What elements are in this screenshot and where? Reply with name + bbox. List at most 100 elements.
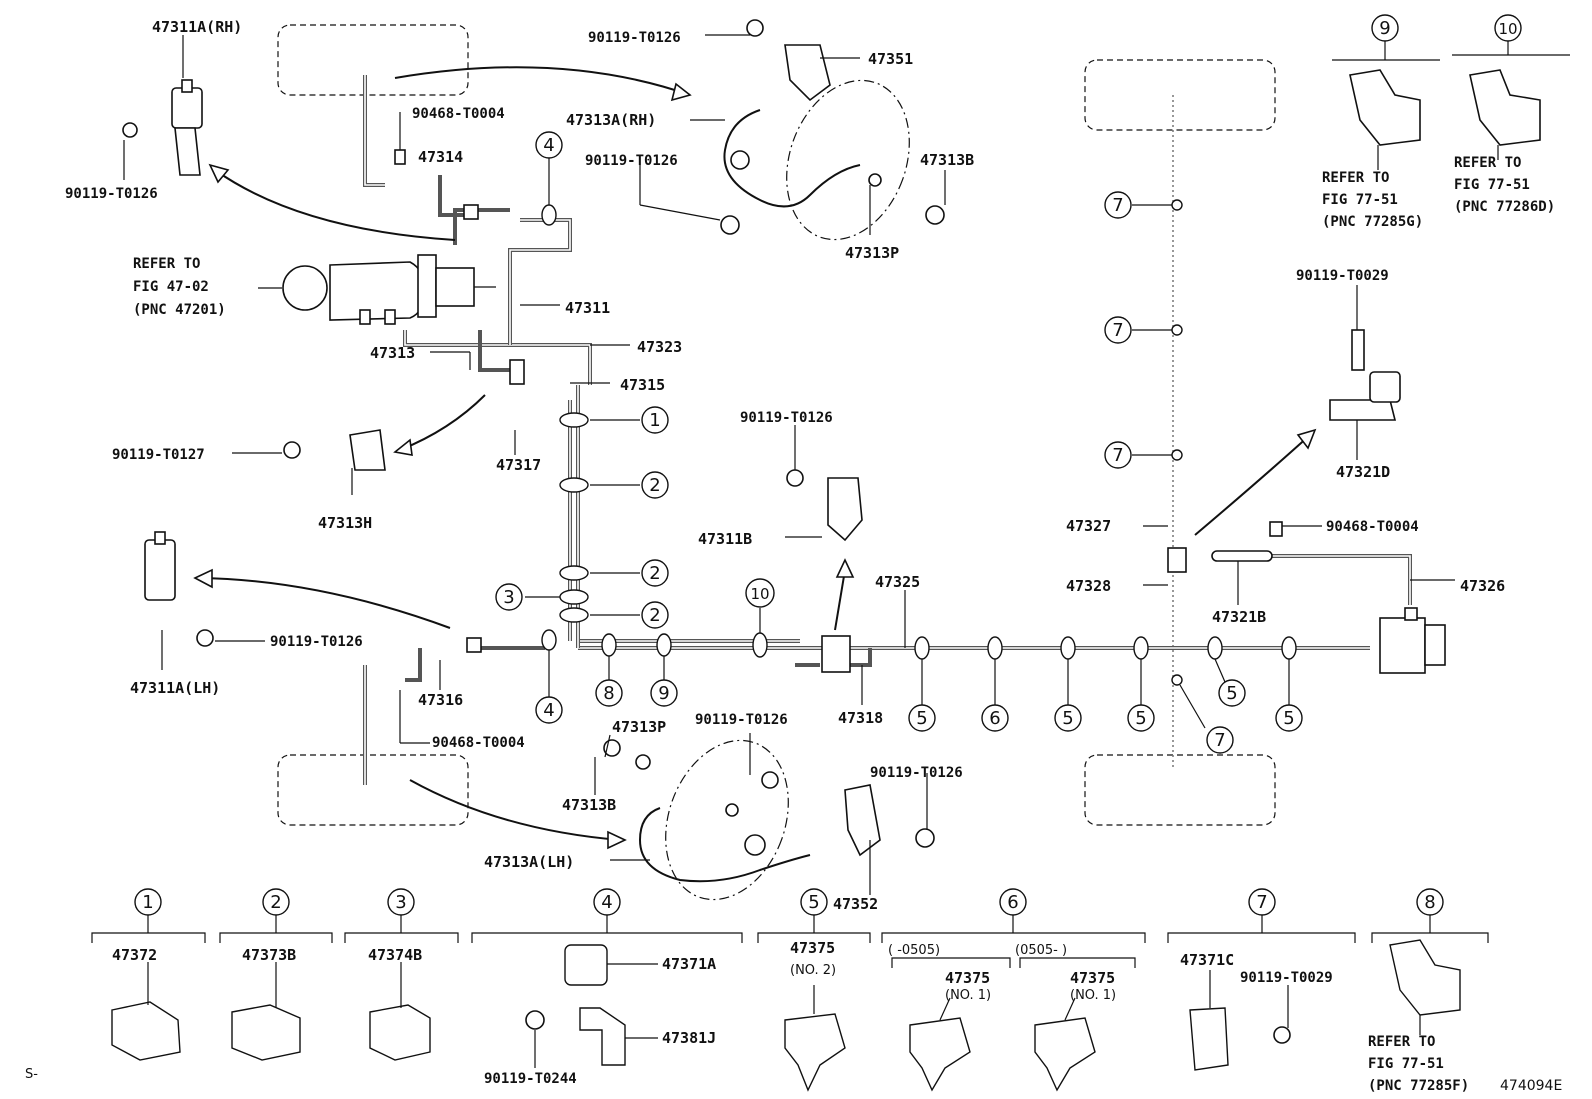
label-90119-t0127: 90119-T0127 (112, 447, 205, 463)
footer-figure-code: 474094E (1500, 1078, 1562, 1094)
legend-range-before-0505: ( -0505) (888, 943, 940, 958)
refer-10-line1: REFER TO (1454, 155, 1521, 171)
label-47316: 47316 (418, 691, 463, 709)
legend-47381j: 47381J (662, 1029, 716, 1047)
assembly-arrows (193, 66, 1317, 850)
refer-9-line1: REFER TO (1322, 170, 1389, 186)
clip-47372-icon (111, 1001, 181, 1061)
legend-47372: 47372 (112, 946, 157, 964)
legend-90119-t0029: 90119-T0029 (1240, 970, 1333, 986)
refer-10-line3: (PNC 77286D) (1454, 199, 1555, 215)
legend-refer-8-line3: (PNC 77285F) (1368, 1078, 1469, 1094)
label-47327: 47327 (1066, 517, 1111, 535)
callout-4-bottom: 4 (543, 700, 554, 721)
legend-callout-1: 1 (142, 892, 153, 913)
label-47311b: 47311B (698, 530, 752, 548)
callout-5-e: 5 (1283, 708, 1294, 729)
legend-callout-3: 3 (395, 892, 406, 913)
callout-5-d: 5 (1226, 683, 1237, 704)
callout-8: 8 (603, 683, 614, 704)
label-47352: 47352 (833, 895, 878, 913)
callout-10: 10 (750, 585, 769, 603)
refer-9-line2: FIG 77-51 (1322, 192, 1398, 208)
label-90119-t0126-e: 90119-T0126 (270, 634, 363, 650)
label-47311: 47311 (565, 299, 610, 317)
clamp-legend: 1 2 3 4 5 6 7 8 47372 47373B (91, 888, 1489, 1094)
legend-47371a: 47371A (662, 955, 716, 973)
callout-2-a: 2 (649, 475, 660, 496)
label-47313b-top: 47313B (920, 151, 974, 169)
callout-6: 6 (989, 708, 1000, 729)
master-cylinder (282, 254, 496, 325)
callout-2-b: 2 (649, 563, 660, 584)
label-47313h: 47313H (318, 514, 372, 532)
brake-pipes (363, 75, 1412, 785)
label-47328: 47328 (1066, 577, 1111, 595)
label-90119-t0126-c: 90119-T0126 (585, 153, 678, 169)
callout-7-d: 7 (1214, 730, 1225, 751)
legend-callout-7: 7 (1256, 892, 1267, 913)
label-90119-t0126-b: 90119-T0126 (588, 30, 681, 46)
label-90468-t0004-a: 90468-T0004 (412, 106, 505, 122)
label-47326: 47326 (1460, 577, 1505, 595)
leader-lines (123, 34, 1570, 895)
callout-7-a: 7 (1112, 195, 1123, 216)
label-47317: 47317 (496, 456, 541, 474)
label-47313a-lh: 47313A(LH) (484, 853, 574, 871)
footer-left-mark: S- (25, 1067, 38, 1082)
label-90119-t0126-f: 90119-T0126 (695, 712, 788, 728)
label-47313p-bottom: 47313P (612, 718, 666, 736)
label-47318: 47318 (838, 709, 883, 727)
callout-9: 9 (658, 683, 669, 704)
legend-47371c: 47371C (1180, 951, 1234, 969)
clip-47375-no1-a-icon (909, 1017, 971, 1092)
bracket-47381j-icon (579, 1007, 626, 1066)
label-47313p-top: 47313P (845, 244, 899, 262)
label-90119-t0126-g: 90119-T0126 (870, 765, 963, 781)
callout-9-top: 9 (1379, 18, 1390, 39)
bolt-90119-t0244-icon (525, 1010, 545, 1030)
refer-9-line3: (PNC 77285G) (1322, 214, 1423, 230)
legend-callout-8: 8 (1424, 892, 1435, 913)
callout-3: 3 (503, 587, 514, 608)
legend-47375-no1-a-note: (NO. 1) (945, 988, 991, 1003)
legend-refer-8-line1: REFER TO (1368, 1034, 1435, 1050)
label-47313b-bottom: 47313B (562, 796, 616, 814)
callout-4-top: 4 (543, 135, 554, 156)
clip-47371c-icon (1189, 1007, 1229, 1071)
clip-47373b-icon (231, 1004, 301, 1061)
legend-callout-2: 2 (270, 892, 281, 913)
legend-90119-t0244: 90119-T0244 (484, 1071, 577, 1087)
legend-callout-4: 4 (601, 892, 612, 913)
label-47313a-rh: 47313A(RH) (566, 111, 656, 129)
label-47321d: 47321D (1336, 463, 1390, 481)
refer-47-line1: REFER TO (133, 256, 200, 272)
label-47311a-lh: 47311A(LH) (130, 679, 220, 697)
clip-8-icon (1389, 939, 1461, 1016)
legend-47375-no1-b-note: (NO. 1) (1070, 988, 1116, 1003)
legend-callout-6: 6 (1007, 892, 1018, 913)
label-47323: 47323 (637, 338, 682, 356)
callout-2-c: 2 (649, 605, 660, 626)
callout-5-c: 5 (1135, 708, 1146, 729)
label-47315: 47315 (620, 376, 665, 394)
label-47311a-rh: 47311A(RH) (152, 18, 242, 36)
label-47313: 47313 (370, 344, 415, 362)
callout-1: 1 (649, 410, 660, 431)
refer-10-line2: FIG 77-51 (1454, 177, 1530, 193)
label-47325: 47325 (875, 573, 920, 591)
callout-10-top: 10 (1498, 20, 1517, 38)
bolt-90119-t0029-icon (1273, 1026, 1291, 1044)
clip-47375-no1-b-icon (1034, 1017, 1096, 1092)
callout-7-c: 7 (1112, 445, 1123, 466)
label-90119-t0126-d: 90119-T0126 (740, 410, 833, 426)
clip-47371a-icon (564, 944, 608, 986)
legend-range-after-0505: (0505- ) (1015, 943, 1067, 958)
fittings (122, 19, 1541, 883)
refer-47-line3: (PNC 47201) (133, 302, 226, 318)
callout-circles: 4 1 2 2 3 2 4 8 9 10 5 6 5 5 5 5 7 7 7 7… (495, 14, 1522, 754)
legend-refer-8-line2: FIG 77-51 (1368, 1056, 1444, 1072)
clip-47375-no2-icon (784, 1013, 846, 1092)
label-47321b: 47321B (1212, 608, 1266, 626)
